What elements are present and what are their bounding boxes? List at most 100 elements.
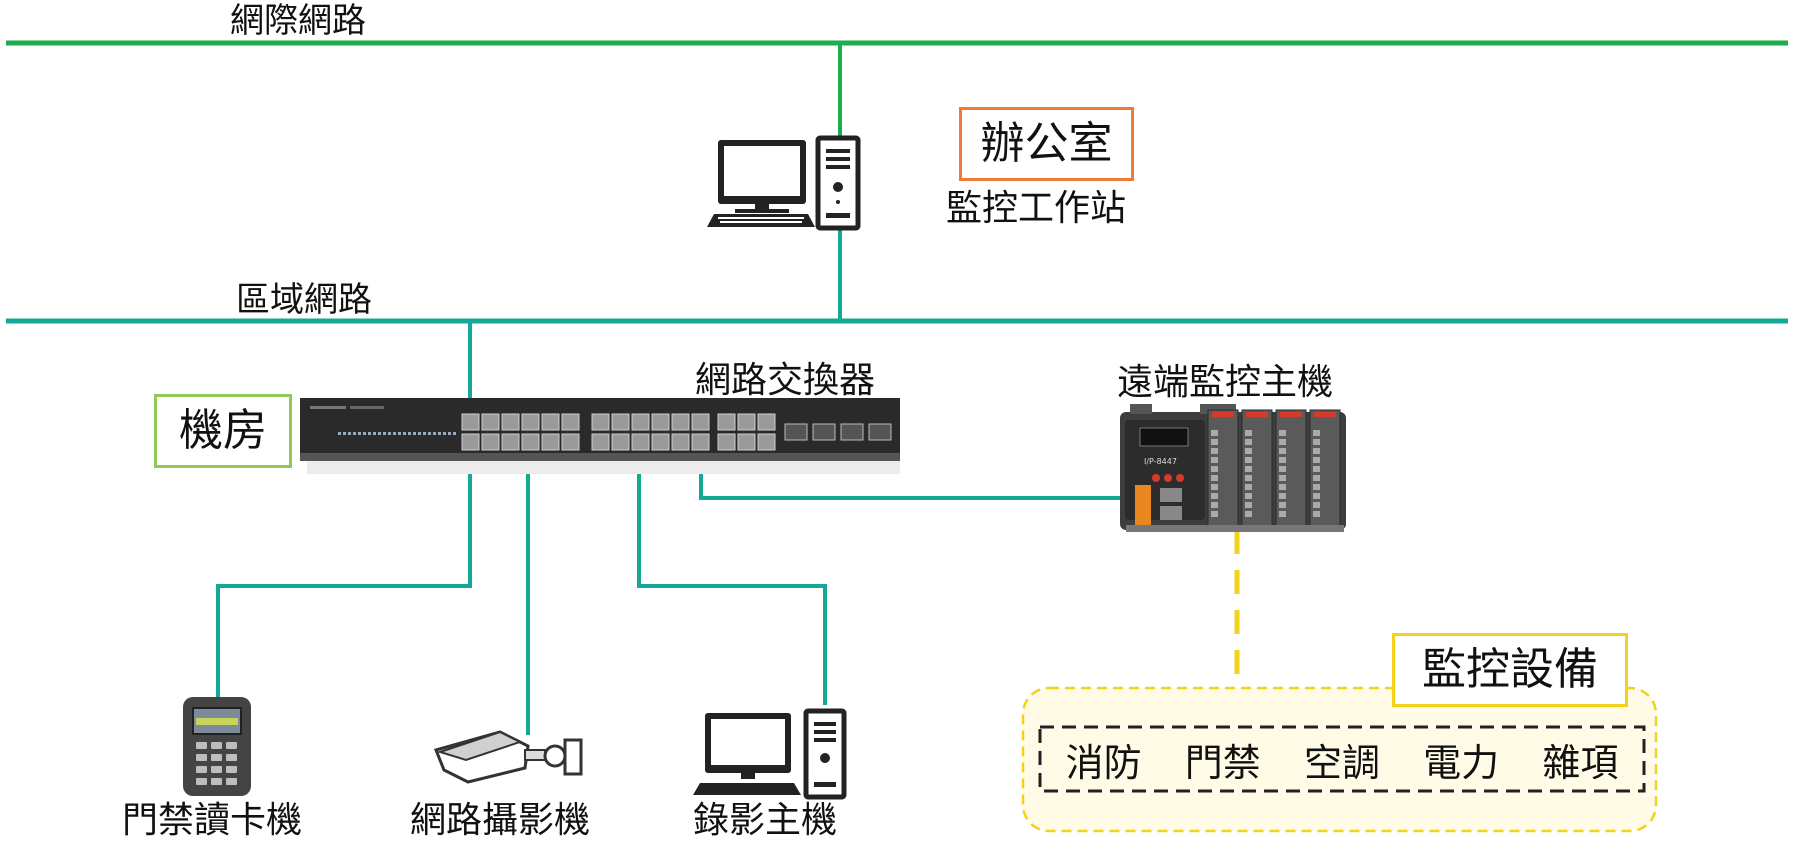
io-terminal (1211, 511, 1218, 517)
remote-host-image: I/P-8447 (1120, 404, 1346, 532)
nvr-label: 錄影主機 (693, 800, 838, 841)
io-terminal (1245, 502, 1252, 508)
keypad-key (211, 742, 222, 749)
office-box: 辦公室 (959, 107, 1134, 181)
network-switch-image (300, 398, 900, 474)
equipment-item-access: 門禁 (1184, 740, 1261, 785)
switch-label: 網路交換器 (695, 360, 876, 401)
io-terminal (1279, 493, 1286, 499)
switch-led (413, 432, 416, 435)
switch-led (363, 432, 366, 435)
nvr-link (637, 445, 827, 705)
switch-led (423, 432, 426, 435)
lan-label: 區域網路 (236, 280, 372, 320)
io-terminal (1245, 439, 1252, 445)
switch-port (561, 413, 580, 431)
io-module-label (1280, 412, 1302, 417)
io-terminal (1279, 448, 1286, 454)
switch-port (737, 413, 756, 431)
card-reader-image (183, 697, 251, 796)
workstation-icon (707, 135, 861, 231)
io-terminal (1313, 439, 1320, 445)
io-terminal (1279, 502, 1286, 508)
io-terminal (1279, 484, 1286, 490)
switch-led (433, 432, 436, 435)
equipment-title-box: 監控設備 (1392, 633, 1628, 707)
keypad-key (211, 778, 222, 785)
switch-port (461, 413, 480, 431)
equipment-items-box (1038, 725, 1646, 793)
switch-port (521, 413, 540, 431)
equipment-item-power: 電力 (1423, 740, 1500, 785)
io-terminal (1279, 466, 1286, 472)
io-terminal (1279, 439, 1286, 445)
switch-port (591, 433, 610, 451)
io-module-label (1314, 412, 1336, 417)
io-module-label (1246, 412, 1268, 417)
switch-port (671, 433, 690, 451)
io-terminal (1313, 502, 1320, 508)
io-terminal (1245, 448, 1252, 454)
workstation-label: 監控工作站 (946, 188, 1127, 229)
switch-led (338, 432, 341, 435)
switch-led (373, 432, 376, 435)
switch-led (438, 432, 441, 435)
io-terminal (1211, 457, 1218, 463)
io-terminal (1313, 484, 1320, 490)
switch-port (461, 433, 480, 451)
keypad-key (211, 754, 222, 761)
io-terminal (1245, 484, 1252, 490)
switch-port (671, 413, 690, 431)
switch-led (408, 432, 411, 435)
io-terminal (1279, 457, 1286, 463)
sfp-slot (784, 423, 808, 441)
switch-port (541, 433, 560, 451)
io-terminal (1245, 466, 1252, 472)
io-terminal (1279, 430, 1286, 436)
switch-port (541, 413, 560, 431)
keypad (196, 742, 237, 785)
io-module-label (1212, 412, 1234, 417)
io-terminal (1211, 484, 1218, 490)
io-terminal (1245, 493, 1252, 499)
keypad-key (226, 754, 237, 761)
switch-port (501, 433, 520, 451)
io-terminal (1211, 475, 1218, 481)
io-terminal (1245, 475, 1252, 481)
switch-led (448, 432, 451, 435)
io-terminal (1313, 457, 1320, 463)
server-room-box: 機房 (154, 394, 292, 468)
keypad-key (196, 766, 207, 773)
switch-port (717, 433, 736, 451)
keypad-key (226, 766, 237, 773)
switch-port (757, 433, 776, 451)
switch-led (368, 432, 371, 435)
io-terminal (1211, 466, 1218, 472)
io-terminal (1279, 511, 1286, 517)
switch-led (428, 432, 431, 435)
keypad-key (196, 742, 207, 749)
switch-port (717, 413, 736, 431)
io-terminal (1211, 448, 1218, 454)
switch-ports (461, 413, 892, 451)
switch-led (418, 432, 421, 435)
io-terminal (1313, 475, 1320, 481)
remote-host-label: 遠端監控主機 (1117, 362, 1334, 403)
switch-leds (338, 432, 456, 435)
switch-port (631, 433, 650, 451)
switch-port (561, 433, 580, 451)
io-terminal (1313, 493, 1320, 499)
io-terminal (1245, 430, 1252, 436)
switch-led (378, 432, 381, 435)
io-terminal (1245, 511, 1252, 517)
io-terminal (1211, 493, 1218, 499)
card-reader-label: 門禁讀卡機 (122, 800, 303, 841)
switch-port (691, 413, 710, 431)
switch-port (591, 413, 610, 431)
switch-led (388, 432, 391, 435)
switch-port (651, 413, 670, 431)
io-terminal (1313, 466, 1320, 472)
switch-led (358, 432, 361, 435)
io-terminal (1245, 457, 1252, 463)
